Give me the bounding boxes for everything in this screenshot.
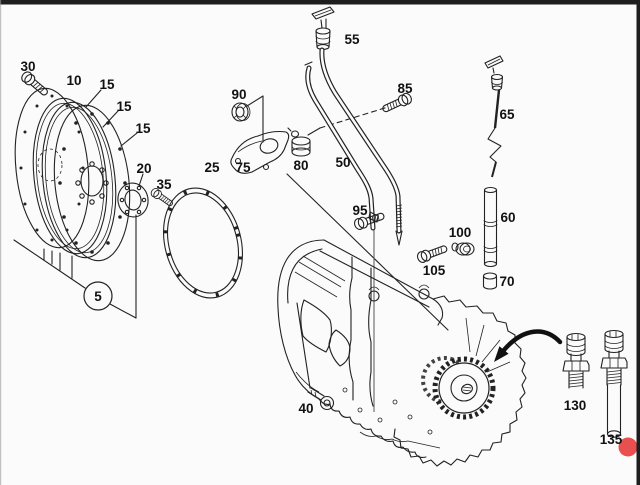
part-label-105: 105	[423, 263, 446, 278]
label-leaders	[85, 89, 144, 187]
part-label-75: 75	[235, 160, 251, 175]
part-sensor-135	[600, 329, 628, 438]
part-sensor-130	[562, 332, 590, 389]
part-flange-20	[117, 182, 149, 218]
part-label-35: 35	[156, 177, 172, 192]
part-label-85: 85	[397, 81, 413, 96]
part-label-15c: 15	[135, 121, 151, 136]
part-drive-plate-10	[14, 87, 90, 249]
part-ring-gear-25	[162, 187, 244, 299]
part-label-135: 135	[600, 432, 623, 447]
part-label-5: 5	[94, 289, 102, 304]
leader-80	[307, 127, 321, 136]
part-label-40: 40	[298, 401, 313, 416]
part-bolt-40	[307, 387, 335, 411]
part-dipstick-65	[484, 55, 504, 178]
part-label-95: 95	[352, 203, 368, 218]
pointer-arrow	[494, 329, 563, 362]
part-label-100: 100	[449, 225, 472, 240]
part-cap-55	[311, 6, 335, 50]
transmission-case	[277, 239, 527, 467]
part-clamp-100	[451, 242, 475, 256]
part-drive-plate-15c	[53, 104, 131, 262]
part-label-10: 10	[66, 73, 81, 88]
tube-sleeve-hatch	[395, 204, 403, 228]
part-filler-tube-50	[304, 47, 403, 246]
part-label-130: 130	[564, 398, 587, 413]
part-label-25: 25	[204, 160, 220, 175]
part-label-50: 50	[335, 155, 350, 170]
part-bracket-75	[230, 130, 290, 174]
part-bolt-105	[415, 242, 450, 265]
output-gear	[421, 356, 496, 420]
leader-bracket-to-case	[286, 173, 449, 331]
part-label-90: 90	[231, 87, 246, 102]
part-label-80: 80	[293, 158, 308, 173]
top-frame-bar	[0, 0, 640, 5]
leader-40	[296, 302, 311, 389]
group-leader-lines	[13, 214, 137, 319]
part-shim-ring-15a	[32, 97, 108, 255]
left-frame-hairline	[0, 0, 2, 485]
part-label-20: 20	[136, 161, 151, 176]
part-tube-60	[483, 186, 498, 268]
part-label-70: 70	[499, 274, 514, 289]
part-label-60: 60	[500, 210, 515, 225]
leader-90	[246, 95, 264, 143]
part-label-30: 30	[20, 59, 35, 74]
part-labels: 30 10 15 15 15 20 35 25 75 90 80 55 85 5…	[20, 32, 622, 447]
group-badge-5: 5	[83, 281, 113, 311]
part-label-15b: 15	[116, 99, 132, 114]
part-label-55: 55	[344, 32, 360, 47]
part-bolt-30	[19, 69, 51, 99]
part-cap-70	[482, 272, 498, 290]
right-frame-bar	[636, 0, 640, 485]
part-label-65: 65	[499, 107, 515, 122]
part-clamp-80	[287, 127, 311, 157]
red-dot-marker	[618, 437, 638, 457]
part-label-15a: 15	[99, 77, 115, 92]
part-grommet-90	[231, 102, 251, 122]
